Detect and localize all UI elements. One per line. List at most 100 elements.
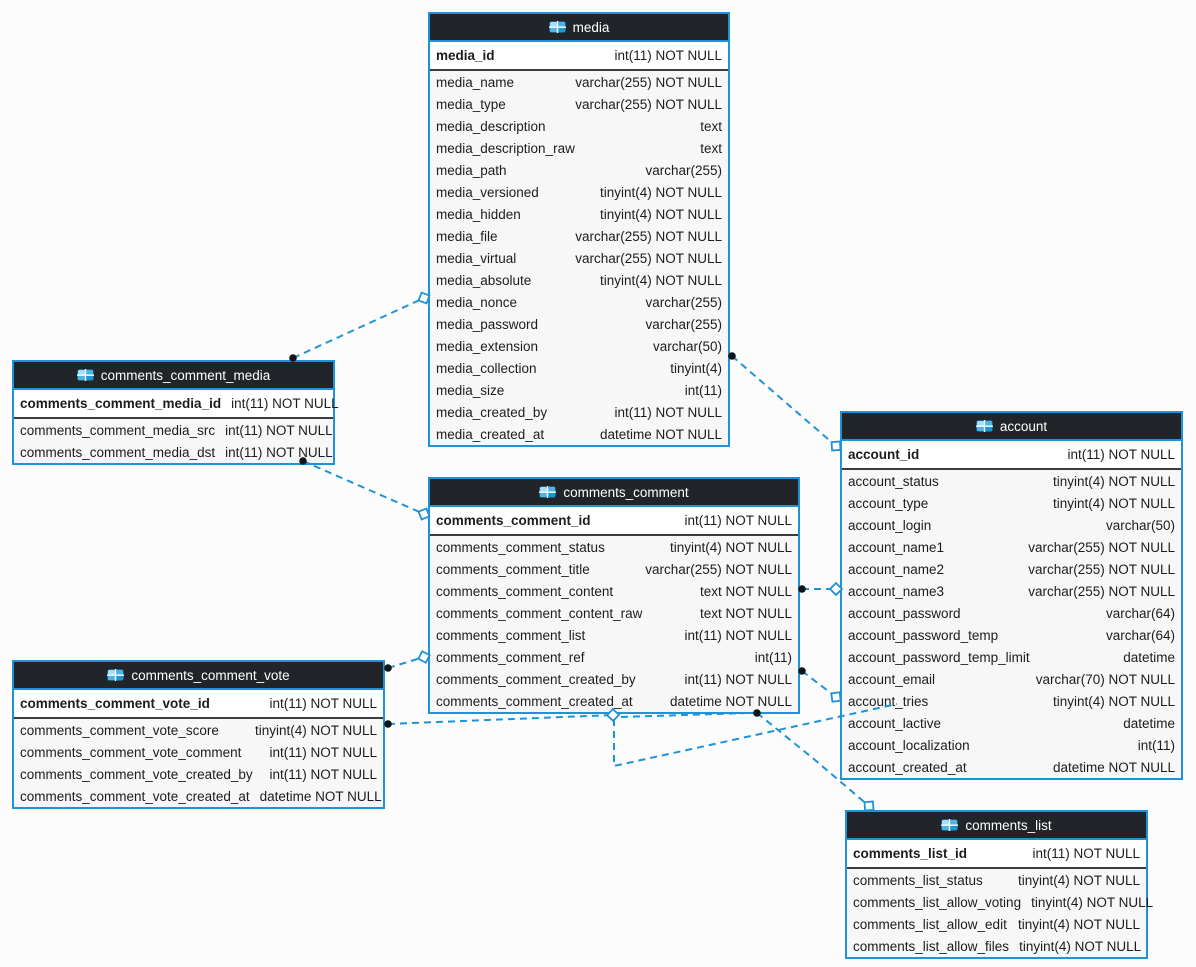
relationship-line-comments_comment-account[interactable] — [801, 670, 837, 698]
field-type: varchar(64) — [1105, 605, 1175, 621]
relationship-line-comments_comment_media-comments_comment[interactable] — [302, 460, 425, 515]
table-grid-icon — [975, 420, 993, 432]
table-header-comments_comment[interactable]: comments_comment — [430, 479, 798, 507]
relationship-line-media-account[interactable] — [731, 355, 837, 447]
table-header-comments_comment_vote[interactable]: comments_comment_vote — [14, 662, 383, 690]
field-type: int(11) NOT NULL — [1032, 846, 1140, 861]
field-type: tinyint(4) NOT NULL — [1031, 894, 1154, 910]
field-type: varchar(50) — [652, 338, 722, 354]
table-header-account[interactable]: account — [842, 413, 1181, 441]
field-type: tinyint(4) NOT NULL — [599, 206, 722, 222]
field-type: datetime — [1123, 649, 1175, 665]
field-type: tinyint(4) NOT NULL — [599, 184, 722, 200]
field-name: account_type — [848, 495, 929, 511]
table-grid-icon — [548, 21, 566, 33]
field-name: media_id — [436, 48, 495, 63]
table-name: comments_comment_vote — [131, 667, 290, 683]
field-type: text NOT NULL — [699, 605, 792, 621]
table-header-comments_list[interactable]: comments_list — [847, 812, 1146, 840]
table-header-comments_comment_media[interactable]: comments_comment_media — [14, 362, 333, 390]
table-name: media — [572, 19, 610, 35]
relationship-line-comments_comment_vote-comments_comment[interactable] — [387, 656, 425, 669]
field-name: comments_list_allow_voting — [853, 894, 1022, 910]
field-type: int(11) NOT NULL — [231, 396, 339, 411]
field-name: comments_comment_vote_created_by — [20, 766, 253, 782]
field-type: int(11) NOT NULL — [614, 404, 722, 420]
field-name: comments_list_allow_edit — [853, 916, 1007, 932]
field-type: tinyint(4) NOT NULL — [669, 539, 792, 555]
field-type: tinyint(4) NOT NULL — [599, 272, 722, 288]
field-row-comments_list_allow_voting[interactable]: comments_list_allow_voting tinyint(4) NOT… — [847, 891, 1153, 913]
field-name: media_created_by — [436, 404, 548, 420]
field-name: account_password_temp — [848, 627, 999, 643]
field-row-media_created_by[interactable]: media_created_by int(11) NOT NULL — [430, 401, 728, 423]
relationship-line-comments_comment_media-media[interactable] — [292, 297, 425, 359]
table-comments_comment_vote[interactable]: comments_comment_vote comments_comment_vo… — [12, 660, 385, 809]
field-type: varchar(255) NOT NULL — [575, 228, 722, 244]
table-header-media[interactable]: media — [430, 14, 728, 42]
relationship-line-comments_comment_vote-comments_comment[interactable] — [387, 714, 614, 725]
field-type: varchar(255) NOT NULL — [1028, 583, 1175, 599]
field-name: media_collection — [436, 360, 537, 376]
